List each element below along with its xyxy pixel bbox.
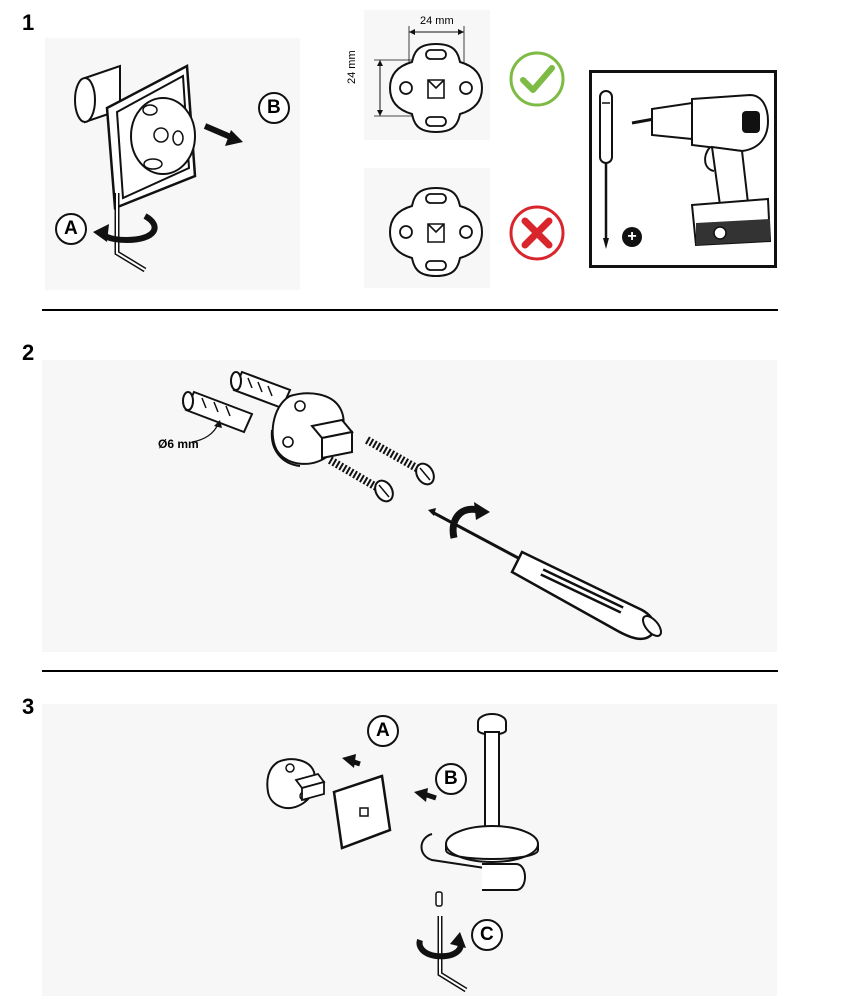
screw-lower (327, 456, 394, 503)
step-number-2: 2 (22, 340, 35, 365)
step-number-1: 1 (22, 10, 35, 35)
roll-holder (420, 713, 539, 891)
incorrect-plate-diagram (364, 168, 490, 288)
callout-c-step3: C (470, 918, 504, 952)
check-mark-icon (508, 50, 566, 108)
correct-plate-diagram (364, 10, 490, 140)
callout-b-step1: B (257, 91, 291, 125)
dimension-width-label: 24 mm (420, 15, 454, 27)
mounting-plate-small (266, 758, 326, 810)
cross-mark-icon (508, 204, 566, 262)
plus-icon: + (622, 227, 642, 247)
divider-2 (42, 670, 778, 672)
dimension-height-label: 24 mm (346, 50, 358, 84)
screw-upper (365, 436, 435, 486)
dowel-diameter-label: Ø6 mm (158, 437, 199, 451)
screwdriver-tool (428, 508, 662, 641)
callout-a-step1: A (54, 212, 88, 246)
step1-removal-illustration (45, 38, 300, 290)
step3-assembly-illustration (42, 704, 777, 996)
square-cover (332, 774, 392, 850)
wall-plug-lower (182, 390, 254, 434)
callout-b-label: B (267, 97, 281, 118)
wall-plug-upper (230, 370, 292, 410)
callout-b-step3: B (434, 762, 468, 796)
callout-a-label: A (64, 218, 78, 239)
step-number-3: 3 (22, 694, 35, 719)
mounting-plate (270, 392, 354, 467)
callout-b3-label: B (444, 768, 458, 789)
callout-a3-label: A (376, 720, 390, 741)
divider-1 (42, 309, 778, 311)
callout-a-step3: A (366, 714, 400, 748)
screwdriver-icon (599, 90, 613, 249)
callout-c3-label: C (480, 924, 494, 945)
step2-fixing-illustration (42, 360, 777, 652)
drill-icon (631, 93, 772, 247)
tools-box: + (589, 70, 777, 268)
